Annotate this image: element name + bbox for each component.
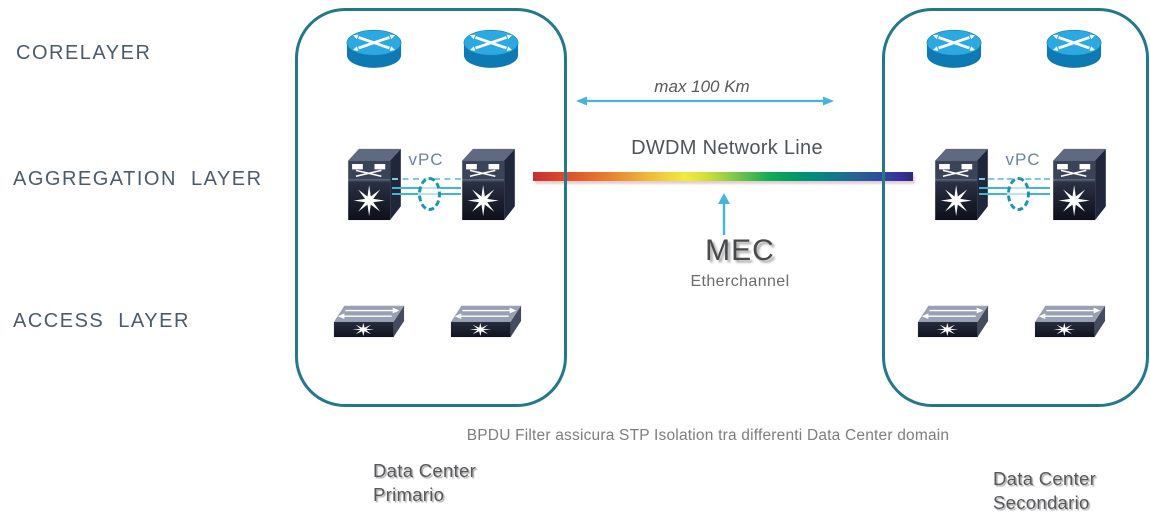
nexus-switch-icon — [461, 146, 516, 222]
router-icon — [462, 27, 520, 72]
nexus-switch-icon — [1052, 146, 1107, 222]
datacenter-primary-box — [295, 8, 567, 407]
mec-label: MEC — [705, 234, 775, 267]
access-switch-icon — [916, 302, 990, 338]
router-icon — [925, 27, 983, 72]
vpc-label: vPC — [1005, 150, 1041, 169]
core-layer-label: CORELAYER — [16, 42, 152, 64]
mec-arrow-icon — [718, 193, 730, 235]
vpc-loop-icon — [1007, 177, 1030, 211]
nexus-switch-icon — [934, 146, 989, 222]
vpc-label: vPC — [408, 150, 444, 169]
access-switch-icon — [332, 302, 406, 338]
dwdm-line-label: DWDM Network Line — [631, 137, 823, 159]
mec-sublabel: Etherchannel — [690, 273, 790, 290]
nexus-switch-icon — [347, 146, 402, 222]
access-switch-icon — [1033, 302, 1107, 338]
dwdm-spectrum-line — [533, 172, 913, 181]
router-icon — [345, 27, 403, 72]
distance-arrow-icon — [576, 96, 834, 106]
distance-label: max 100 Km — [654, 77, 750, 96]
vpc-loop-icon — [418, 177, 441, 211]
datacenter-name-line2: Primario — [373, 484, 445, 505]
datacenter-name-line2: Secondario — [993, 492, 1090, 513]
datacenter-name-line1: Data Center — [993, 468, 1097, 489]
access-layer-label: ACCESS LAYER — [13, 310, 190, 332]
router-icon — [1045, 27, 1103, 72]
datacenter-primary-name: Data Center Primario — [373, 459, 476, 507]
aggregation-layer-label: AGGREGATION LAYER — [13, 168, 263, 190]
bpdu-footnote: BPDU Filter assicura STP Isolation tra d… — [466, 427, 950, 444]
datacenter-secondary-name: Data Center Secondario — [993, 467, 1096, 515]
access-switch-icon — [449, 302, 523, 338]
datacenter-name-line1: Data Center — [373, 460, 477, 481]
datacenter-secondary-box — [882, 8, 1149, 407]
